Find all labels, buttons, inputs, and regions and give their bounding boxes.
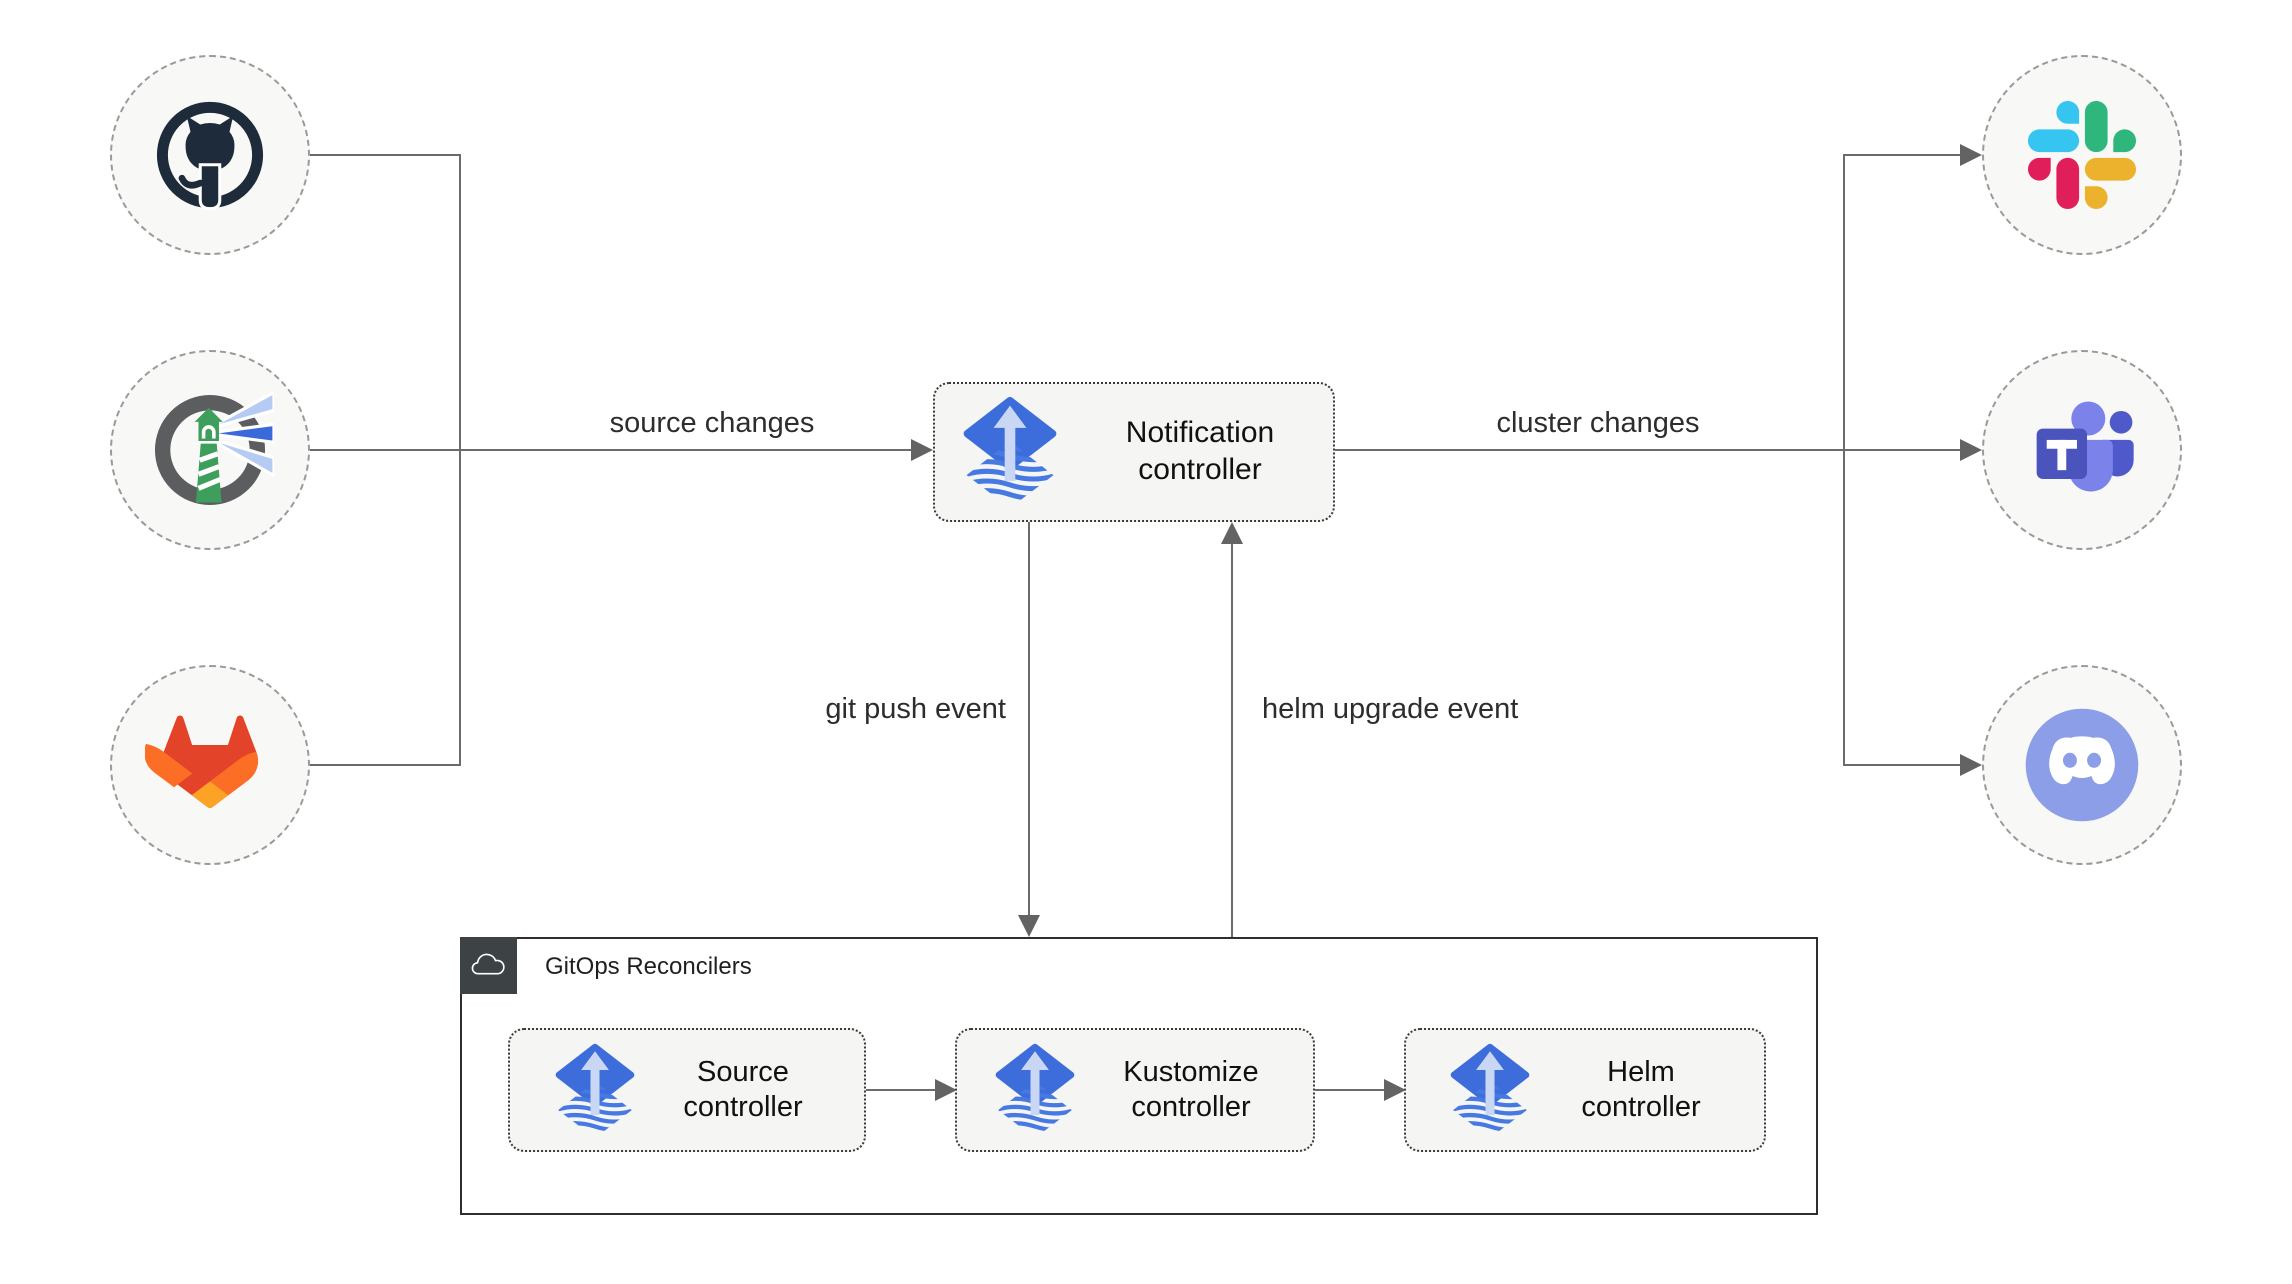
edge-kustomize-to-helm	[1315, 1089, 1386, 1091]
github-icon	[149, 94, 271, 216]
edge-gitlab-to-bus	[310, 764, 461, 766]
source-controller-box: Source controller	[508, 1028, 866, 1152]
source-node-gitlab	[110, 665, 310, 865]
edge-source-to-kustomize	[866, 1089, 937, 1091]
kustomize-controller-label: Kustomize controller	[1123, 1055, 1259, 1123]
flux-icon	[1449, 1043, 1531, 1138]
edge-helm-upgrade-line	[1231, 543, 1233, 937]
arrowhead-into-slack	[1960, 144, 1982, 166]
gitops-group-badge	[460, 937, 517, 994]
arrowhead-into-notification-bottom	[1221, 522, 1243, 544]
right-bus-line	[1843, 154, 1845, 766]
notifier-node-teams	[1982, 350, 2182, 550]
slack-icon	[2028, 101, 2136, 209]
teams-icon	[2019, 387, 2145, 513]
edge-label-git-push-event: git push event	[825, 693, 1006, 725]
gitlab-icon	[145, 714, 275, 817]
edge-git-push-line	[1028, 522, 1030, 918]
flux-icon	[554, 1043, 636, 1138]
edge-source-changes-line	[310, 449, 913, 451]
helm-controller-label: Helm controller	[1581, 1055, 1701, 1123]
edge-bus-to-slack	[1843, 154, 1962, 156]
left-bus-line	[459, 154, 461, 766]
source-node-harbor	[110, 350, 310, 550]
notifier-node-slack	[1982, 55, 2182, 255]
flux-icon	[994, 1043, 1076, 1138]
edge-cluster-changes-line	[1335, 449, 1845, 451]
edge-github-to-bus	[310, 154, 461, 156]
arrowhead-into-helm	[1384, 1079, 1406, 1101]
notification-controller-box: Notification controller	[933, 382, 1335, 522]
gitops-group-title: GitOps Reconcilers	[545, 953, 752, 980]
discord-icon	[2015, 698, 2149, 832]
arrowhead-into-teams	[1960, 439, 1982, 461]
edge-bus-to-teams	[1843, 449, 1962, 451]
edge-bus-to-discord	[1843, 764, 1962, 766]
arrowhead-into-notification	[911, 439, 933, 461]
kustomize-controller-box: Kustomize controller	[955, 1028, 1315, 1152]
notifier-node-discord	[1982, 665, 2182, 865]
source-node-github	[110, 55, 310, 255]
edge-label-cluster-changes: cluster changes	[1496, 407, 1700, 439]
arrowhead-into-gitops-box	[1018, 915, 1040, 937]
flux-icon	[961, 396, 1059, 508]
arrowhead-into-discord	[1960, 754, 1982, 776]
arrowhead-into-kustomize	[935, 1079, 957, 1101]
edge-label-source-changes: source changes	[609, 407, 815, 439]
edge-label-helm-upgrade-event: helm upgrade event	[1262, 693, 1519, 725]
helm-controller-box: Helm controller	[1404, 1028, 1766, 1152]
notification-controller-label: Notification controller	[1125, 416, 1275, 486]
cloud-icon	[470, 952, 508, 979]
source-controller-label: Source controller	[683, 1055, 803, 1123]
harbor-icon	[146, 386, 274, 514]
